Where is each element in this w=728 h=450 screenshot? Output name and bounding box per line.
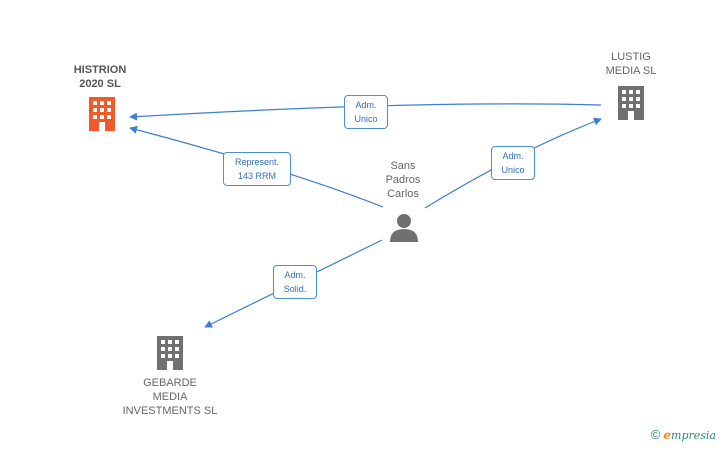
building-icon[interactable] <box>618 86 644 120</box>
node-label-gebarde[interactable]: GEBARDE MEDIA INVESTMENTS SL <box>122 377 218 417</box>
building-icon[interactable] <box>89 97 115 131</box>
edge-lustig-to-histrion <box>129 103 602 121</box>
edge-label-adm-solid: Adm. Solid. <box>273 265 317 299</box>
node-label-lustig[interactable]: LUSTIG MEDIA SL <box>605 51 657 77</box>
edge-label-adm-unico: Adm. Unico <box>344 95 388 129</box>
building-icon[interactable] <box>157 336 183 370</box>
brand-footer: © empresia <box>651 427 716 442</box>
edge-label-represent: Represent. 143 RRM <box>223 152 291 186</box>
edge-label-adm-unico: Adm. Unico <box>491 146 535 180</box>
brand-logo: empresia <box>663 427 716 442</box>
node-label-person[interactable]: Sans Padros Carlos <box>385 160 421 200</box>
person-icon[interactable] <box>390 214 418 242</box>
node-label-histrion[interactable]: HISTRION 2020 SL <box>73 64 127 90</box>
copyright-icon: © <box>650 427 661 442</box>
